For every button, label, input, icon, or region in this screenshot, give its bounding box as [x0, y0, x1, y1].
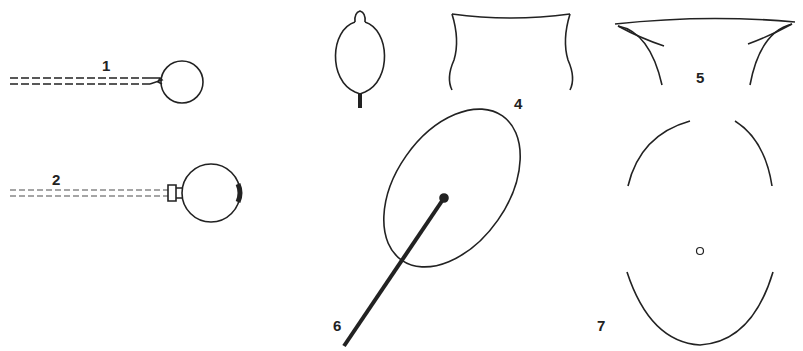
flared-dish: [615, 18, 795, 85]
disc-on-handle: [344, 84, 548, 346]
bulb-with-stem: [335, 11, 384, 108]
callout-number: 5: [696, 70, 704, 85]
split-sphere: [627, 121, 773, 345]
tube-bulb-2: [10, 164, 240, 222]
callout-number: 7: [597, 318, 605, 333]
callout-number: 6: [333, 318, 341, 333]
beaker: [449, 14, 572, 90]
callout-number: 2: [52, 172, 60, 187]
callout-number: 1: [102, 58, 110, 73]
callout-number: 4: [514, 96, 522, 111]
